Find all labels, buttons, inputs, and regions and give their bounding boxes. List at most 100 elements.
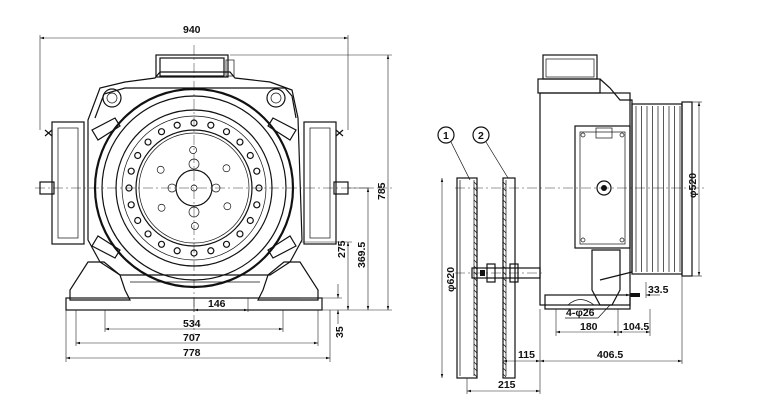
rim-tooth [502, 247, 507, 252]
rim-tooth [473, 217, 478, 222]
callouts: 1 2 [437, 126, 509, 181]
bolt-hole [246, 216, 254, 225]
rim-tooth [502, 193, 507, 198]
rim-tooth [502, 241, 507, 246]
rim-tooth [502, 367, 507, 372]
rim-tooth [502, 199, 507, 204]
rim-tooth [502, 289, 507, 294]
rim-tooth [473, 223, 478, 228]
rim-tooth [502, 301, 507, 306]
dim-overall-width: 940 [183, 24, 201, 36]
dim-hole-spacing: 180 [580, 321, 598, 333]
dim-sheave-dia-1: φ620 [445, 267, 457, 292]
rim-tooth [473, 229, 478, 234]
dim-center-gap: 146 [208, 298, 226, 310]
bolt-hole [134, 216, 142, 225]
rim-tooth [473, 313, 478, 318]
rim-tooth [502, 229, 507, 234]
rim-tooth [502, 259, 507, 264]
rim-tooth [473, 361, 478, 366]
rim-tooth [473, 259, 478, 264]
rim-tooth [502, 217, 507, 222]
bolt-hole [222, 240, 231, 248]
rim-tooth [473, 283, 478, 288]
bolt-hole [190, 249, 198, 257]
bolt-hole [157, 240, 166, 248]
side-view [455, 54, 705, 379]
bolt-hole [222, 128, 231, 136]
rim-tooth [502, 337, 507, 342]
bolt-hole [190, 119, 198, 127]
hub-hole [157, 203, 166, 212]
bolt-hole [127, 167, 135, 175]
dim-offset-104: 104.5 [623, 321, 649, 333]
rim-tooth [473, 247, 478, 252]
rim-tooth [502, 331, 507, 336]
rim-tooth [502, 325, 507, 330]
rim-tooth [473, 265, 478, 270]
bolt-hole [125, 184, 133, 192]
rim-tooth [502, 265, 507, 270]
rim-tooth [473, 343, 478, 348]
rim-tooth [502, 223, 507, 228]
rim-tooth [502, 343, 507, 348]
dim-shaft-height-1: 275 [336, 240, 348, 258]
rim-tooth [502, 307, 507, 312]
rim-tooth [473, 307, 478, 312]
rim-tooth [502, 313, 507, 318]
rim-tooth [502, 283, 507, 288]
dim-offset-33: 33.5 [648, 284, 669, 296]
rim-tooth [473, 199, 478, 204]
dim-sheave-dia-2: φ520 [687, 173, 699, 198]
bolt-hole [207, 121, 215, 129]
dim-dist-406: 406.5 [597, 349, 623, 361]
rim-tooth [502, 181, 507, 186]
bolt-hole [127, 201, 135, 209]
bolt-hole [134, 151, 142, 160]
side-dimensions: φ620 φ520 33.5 4-φ26 180 104.5 115 406.5 [440, 101, 702, 394]
callout-1: 1 [443, 130, 449, 142]
rim-tooth [473, 301, 478, 306]
rim-tooth [473, 373, 478, 378]
sheave-2-profile [502, 181, 507, 378]
hub-hole [156, 165, 165, 174]
rim-tooth [502, 295, 507, 300]
rim-tooth [502, 235, 507, 240]
hub-hole [222, 164, 231, 173]
dim-base-length: 778 [183, 347, 201, 359]
rim-tooth [473, 235, 478, 240]
dim-shaft-height-2: 369.5 [356, 242, 368, 268]
rim-tooth [502, 271, 507, 276]
bolt-hole [236, 138, 244, 146]
bolt-hole [253, 201, 261, 209]
dim-holes: 4-φ26 [566, 307, 595, 319]
hub-hole [223, 202, 232, 211]
dim-base-thickness: 35 [334, 326, 346, 338]
sheave-1-profile [473, 181, 478, 378]
bolt-circle [125, 119, 263, 257]
callout-2: 2 [478, 130, 484, 142]
rim-tooth [502, 361, 507, 366]
rim-tooth [473, 295, 478, 300]
rim-tooth [473, 337, 478, 342]
bolt-hole [157, 128, 166, 136]
rim-tooth [502, 253, 507, 258]
rim-tooth [473, 289, 478, 294]
rim-tooth [473, 241, 478, 246]
front-view [35, 45, 392, 340]
rim-tooth [473, 253, 478, 258]
rim-tooth [502, 211, 507, 216]
rim-tooth [502, 319, 507, 324]
bolt-hole [255, 184, 263, 192]
rim-tooth [473, 277, 478, 282]
rim-tooth [473, 331, 478, 336]
bolt-hole [173, 247, 181, 255]
rim-tooth [473, 193, 478, 198]
dim-dist-115: 115 [518, 349, 535, 361]
bolt-hole [236, 230, 244, 238]
rim-tooth [502, 277, 507, 282]
rim-tooth [502, 373, 507, 378]
rim-tooth [473, 319, 478, 324]
front-dimensions: 940 785 369.5 275 35 146 534 707 [39, 24, 392, 362]
